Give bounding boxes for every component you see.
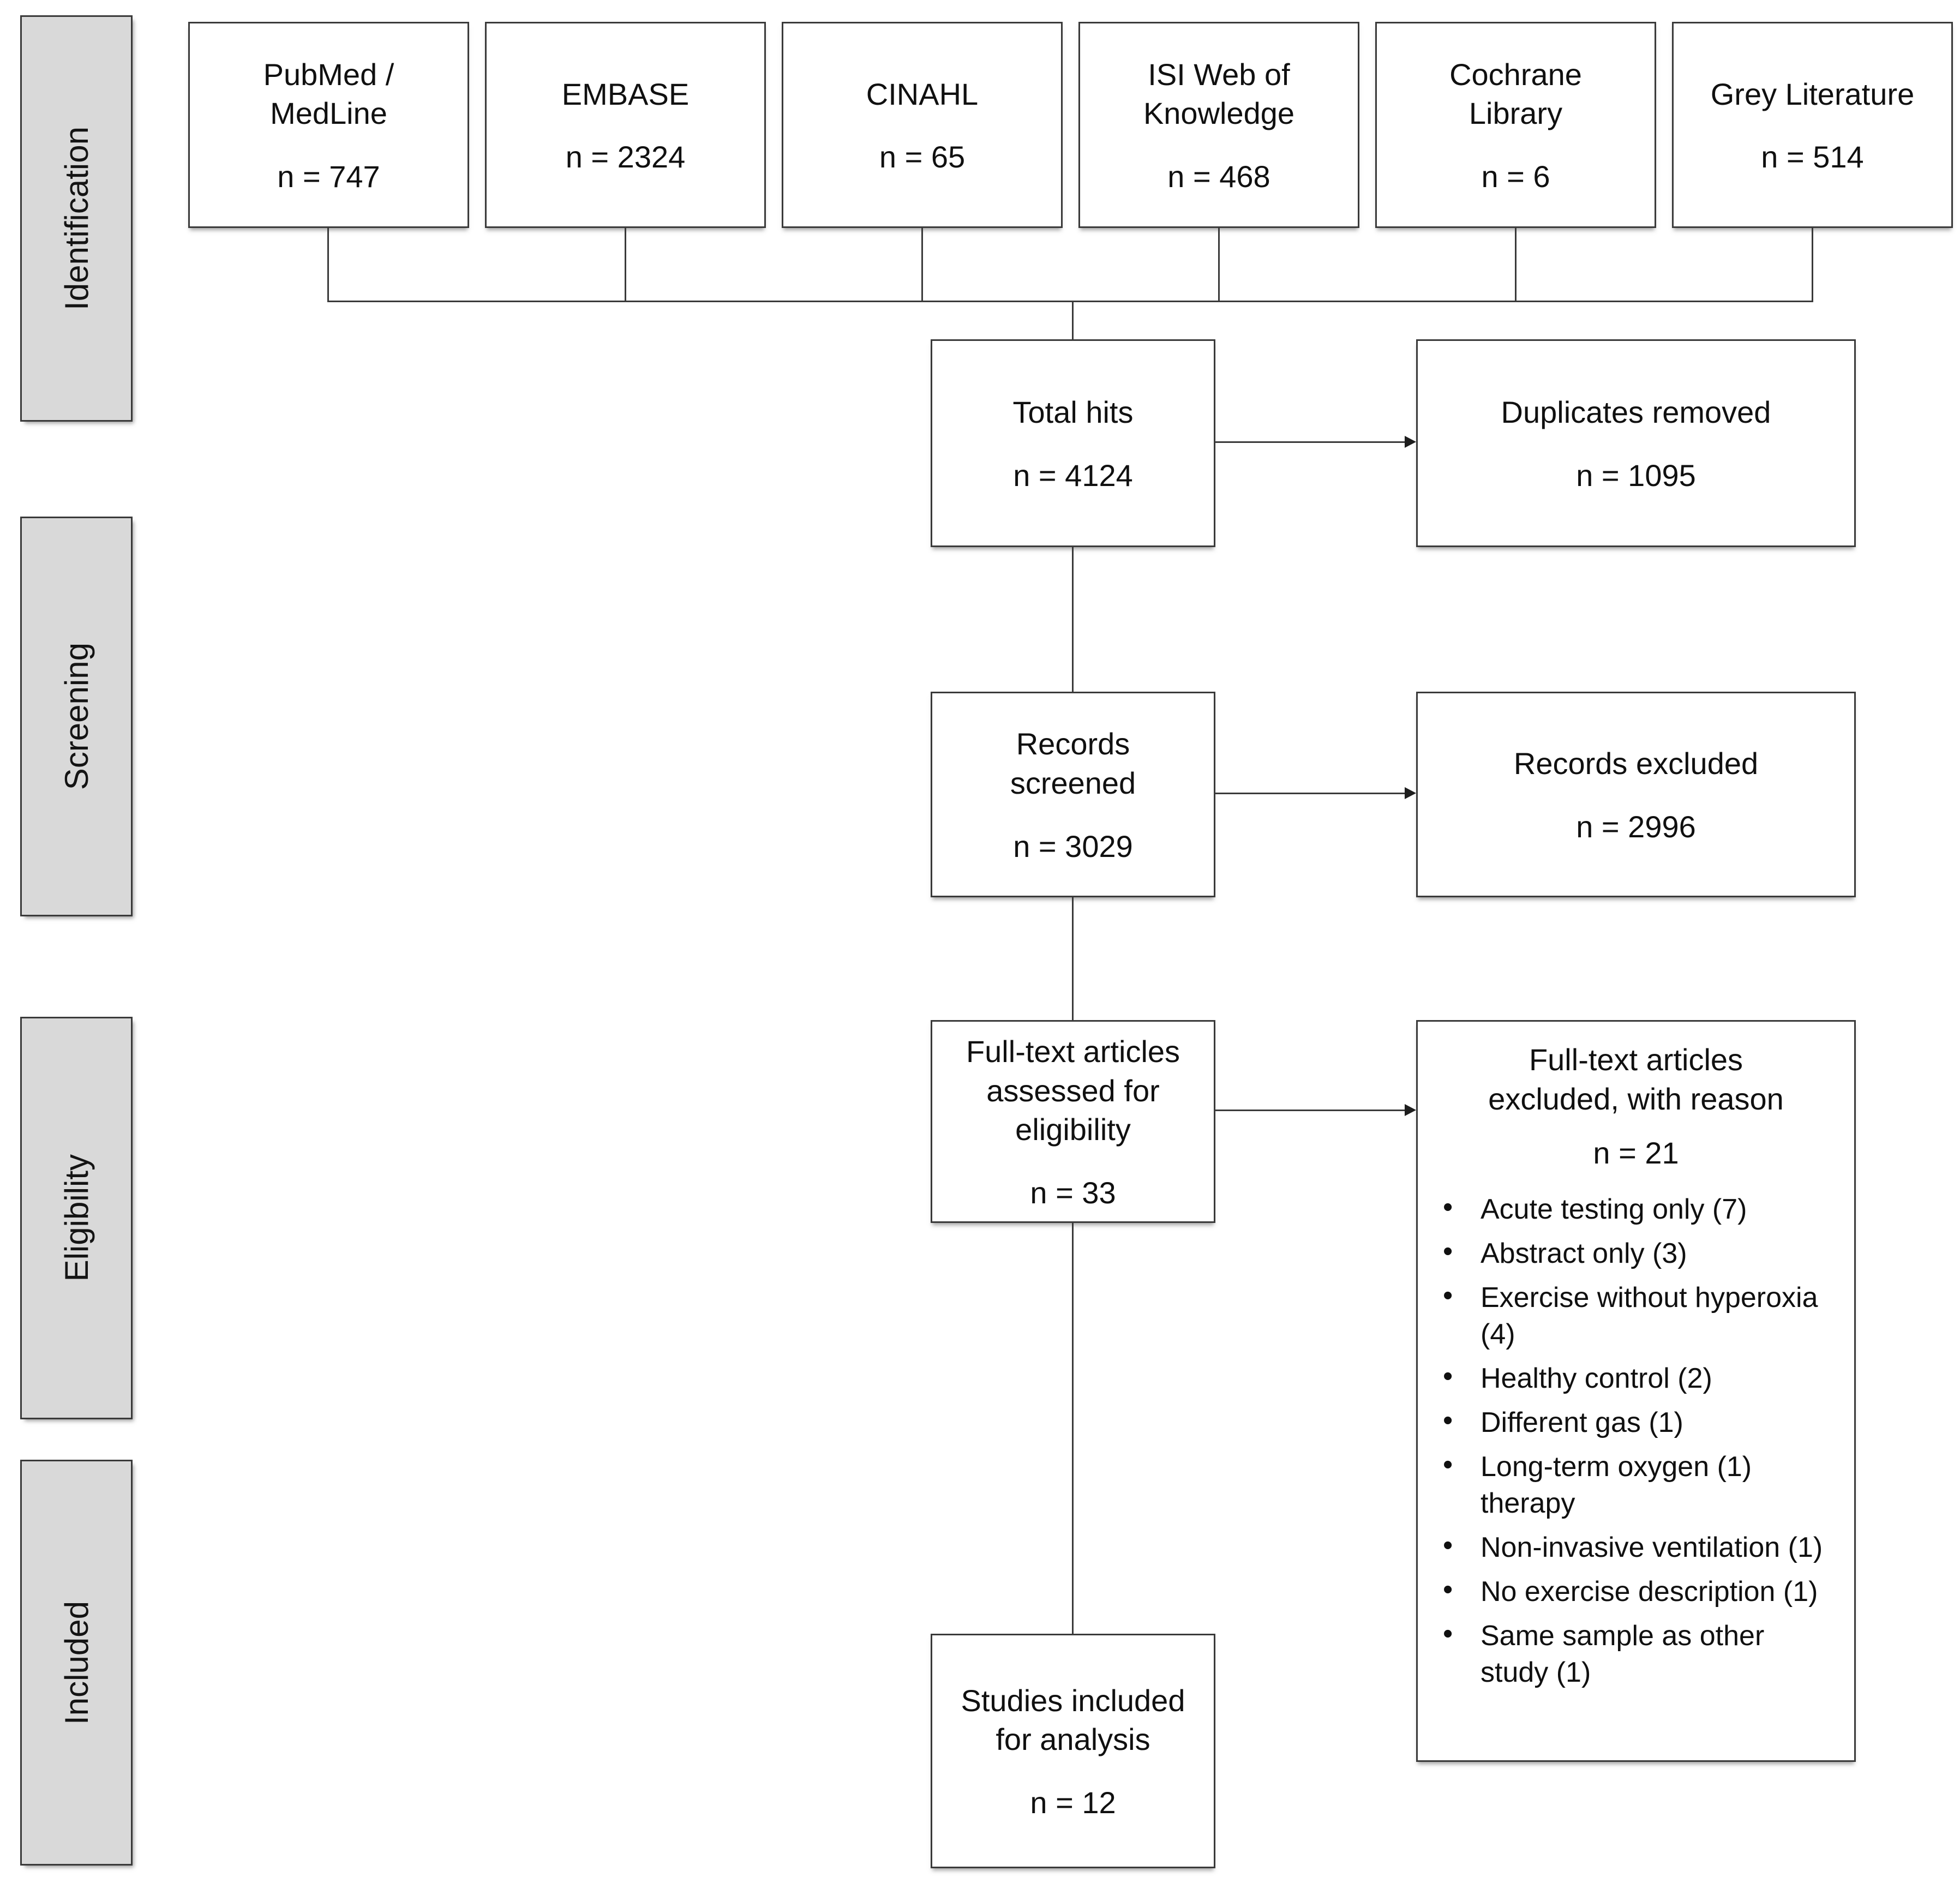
stage-screening: Screening — [20, 517, 133, 916]
fulltext-assessed-box: Full-text articles assessed for eligibil… — [931, 1020, 1215, 1223]
arrowhead-right-icon — [1405, 436, 1416, 448]
connector-screened-to-assessed — [1072, 897, 1074, 1020]
connector-collector-to-total-hits — [1072, 301, 1074, 339]
connector-stub-cinahl — [921, 228, 923, 301]
exclusion-reason-text: Non-invasive ventilation (1) — [1481, 1532, 1823, 1564]
records-excluded-box: Records excluded n = 2996 — [1416, 692, 1856, 897]
stage-identification-label: Identification — [58, 127, 95, 310]
connector-stub-cochrane — [1515, 228, 1517, 301]
duplicates-removed-count: n = 1095 — [1576, 458, 1696, 493]
stage-included-label: Included — [58, 1600, 95, 1725]
bullet-icon: • — [1443, 1235, 1453, 1267]
source-count: n = 514 — [1761, 140, 1864, 175]
total-hits-label: Total hits — [1012, 395, 1134, 430]
total-hits-count: n = 4124 — [1013, 458, 1133, 493]
exclusion-reason-item: • Non-invasive ventilation (1) — [1440, 1530, 1832, 1566]
source-count: n = 468 — [1167, 159, 1270, 194]
fulltext-excluded-label: Full-text articles excluded, with reason — [1488, 1042, 1784, 1116]
records-screened-label: Records screened — [1010, 727, 1136, 800]
source-count: n = 65 — [879, 140, 966, 175]
records-excluded-label: Records excluded — [1513, 746, 1759, 781]
source-label: EMBASE — [561, 76, 690, 111]
duplicates-removed-box: Duplicates removed n = 1095 — [1416, 339, 1856, 547]
fulltext-assessed-label: Full-text articles assessed for eligibil… — [966, 1034, 1180, 1147]
connector-collector-line — [327, 301, 1813, 302]
exclusion-reason-text: Same sample as other study (1) — [1481, 1620, 1765, 1689]
exclusion-reason-text: Healthy control (2) — [1481, 1362, 1712, 1394]
connector-total-to-screened — [1072, 547, 1074, 692]
total-hits-box: Total hits n = 4124 — [931, 339, 1215, 547]
exclusion-reason-text: Abstract only (3) — [1481, 1237, 1687, 1269]
source-label: PubMed / MedLine — [263, 57, 394, 131]
stage-eligibility: Eligibility — [20, 1017, 133, 1419]
bullet-icon: • — [1443, 1449, 1453, 1480]
stage-included: Included — [20, 1460, 133, 1866]
source-box-grey-literature: Grey Literature n = 514 — [1672, 22, 1953, 228]
duplicates-removed-label: Duplicates removed — [1501, 395, 1771, 430]
source-box-pubmed-medline: PubMed / MedLine n = 747 — [188, 22, 469, 228]
source-box-cinahl: CINAHL n = 65 — [782, 22, 1063, 228]
records-screened-box: Records screened n = 3029 — [931, 692, 1215, 897]
source-count: n = 2324 — [565, 140, 686, 175]
source-box-embase: EMBASE n = 2324 — [485, 22, 766, 228]
source-label: ISI Web of Knowledge — [1143, 57, 1295, 131]
exclusion-reason-item: • Abstract only (3) — [1440, 1236, 1832, 1272]
exclusion-reason-item: • Exercise without hyperoxia (4) — [1440, 1280, 1832, 1353]
studies-included-count: n = 12 — [1030, 1785, 1116, 1820]
connector-assessed-to-included — [1072, 1223, 1074, 1634]
bullet-icon: • — [1443, 1360, 1453, 1392]
fulltext-excluded-count: n = 21 — [1593, 1136, 1679, 1171]
exclusion-reason-text: No exercise description (1) — [1481, 1576, 1818, 1608]
stage-identification: Identification — [20, 15, 133, 422]
connector-stub-isi — [1218, 228, 1220, 301]
connector-total-to-duplicates — [1215, 441, 1406, 443]
connector-stub-grey — [1812, 228, 1813, 301]
source-box-isi-web-of-knowledge: ISI Web of Knowledge n = 468 — [1078, 22, 1359, 228]
exclusion-reason-item: • Acute testing only (7) — [1440, 1191, 1832, 1228]
fulltext-excluded-box: Full-text articles excluded, with reason… — [1416, 1020, 1856, 1762]
exclusion-reason-text: Acute testing only (7) — [1481, 1193, 1747, 1225]
bullet-icon: • — [1443, 1618, 1453, 1650]
exclusion-reason-text: Different gas (1) — [1481, 1406, 1683, 1438]
exclusion-reason-item: • Same sample as other study (1) — [1440, 1618, 1832, 1691]
bullet-icon: • — [1443, 1191, 1453, 1223]
records-excluded-count: n = 2996 — [1576, 809, 1696, 844]
stage-screening-label: Screening — [58, 643, 95, 790]
bullet-icon: • — [1443, 1404, 1453, 1436]
arrowhead-right-icon — [1405, 787, 1416, 799]
records-screened-count: n = 3029 — [1013, 829, 1133, 863]
exclusion-reason-text: Long-term oxygen (1) therapy — [1481, 1451, 1752, 1520]
exclusion-reason-text: Exercise without hyperoxia (4) — [1481, 1281, 1818, 1350]
connector-screened-to-excluded — [1215, 793, 1406, 794]
exclusion-reason-item: • Long-term oxygen (1) therapy — [1440, 1449, 1832, 1522]
source-count: n = 6 — [1481, 159, 1550, 194]
bullet-icon: • — [1443, 1574, 1453, 1606]
bullet-icon: • — [1443, 1530, 1453, 1562]
studies-included-box: Studies included for analysis n = 12 — [931, 1634, 1215, 1868]
source-box-cochrane-library: Cochrane Library n = 6 — [1375, 22, 1656, 228]
exclusion-reason-item: • Healthy control (2) — [1440, 1360, 1832, 1397]
stage-eligibility-label: Eligibility — [58, 1154, 95, 1282]
source-label: Cochrane Library — [1449, 57, 1582, 131]
arrowhead-right-icon — [1405, 1104, 1416, 1116]
exclusion-reason-item: • Different gas (1) — [1440, 1405, 1832, 1441]
fulltext-assessed-count: n = 33 — [1030, 1175, 1116, 1210]
source-label: Grey Literature — [1710, 76, 1915, 111]
source-count: n = 747 — [277, 159, 380, 194]
exclusion-reason-item: • No exercise description (1) — [1440, 1574, 1832, 1610]
connector-stub-embase — [625, 228, 626, 301]
bullet-icon: • — [1443, 1279, 1453, 1311]
source-label: CINAHL — [866, 76, 979, 111]
connector-assessed-to-ft-excluded — [1215, 1110, 1406, 1111]
exclusion-reasons-list: • Acute testing only (7) • Abstract only (… — [1440, 1191, 1832, 1699]
connector-stub-pubmed — [327, 228, 329, 301]
studies-included-label: Studies included for analysis — [961, 1683, 1185, 1757]
